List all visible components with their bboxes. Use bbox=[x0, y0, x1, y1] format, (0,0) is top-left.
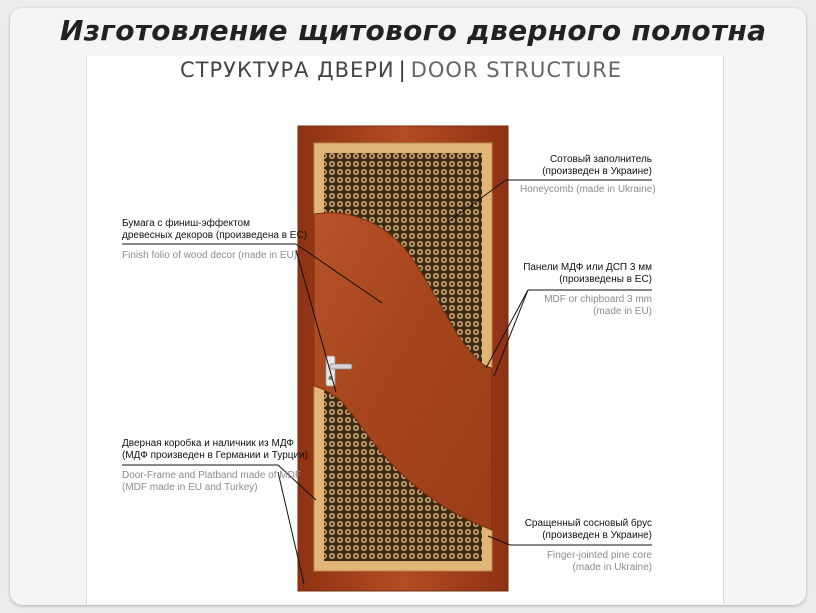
label-mdf-ru-2: (произведены в ЕС) bbox=[559, 274, 652, 285]
label-mdf-panels: Панели МДФ или ДСП 3 мм (произведены в Е… bbox=[520, 262, 652, 318]
leader-lines bbox=[122, 179, 652, 585]
label-frame-en-2: (MDF made in EU and Turkey) bbox=[122, 482, 258, 493]
label-pine-ru-1: Сращенный сосновый брус bbox=[524, 518, 652, 529]
label-finish-ru-1: Бумага с финиш-эффектом bbox=[122, 218, 250, 229]
diagram-title-ru: СТРУКТУРА ДВЕРИ bbox=[180, 58, 395, 82]
label-finish-foil: Бумага с финиш-эффектом древесных декоро… bbox=[122, 218, 307, 262]
mdf-panel bbox=[313, 212, 493, 531]
label-finish-en-1: Finish folio of wood decor (made in EU) bbox=[122, 250, 298, 261]
label-mdf-en-2: (made in EU) bbox=[593, 306, 652, 317]
leader-frame-1 bbox=[277, 464, 317, 501]
label-pine-core: Сращенный сосновый брус (произведен в Ук… bbox=[520, 518, 652, 574]
leader-honeycomb bbox=[447, 179, 507, 223]
slide-title: Изготовление щитового дверного полотна bbox=[60, 14, 767, 47]
leader-mdf-1 bbox=[485, 289, 529, 369]
label-honeycomb-ru-1: Сотовый заполнитель bbox=[549, 154, 652, 165]
diagram-title-separator: | bbox=[398, 58, 407, 82]
label-door-frame: Дверная коробка и наличник из МДФ (МДФ п… bbox=[122, 438, 308, 494]
label-frame-ru-2: (МДФ произведен в Германии и Турции) bbox=[122, 450, 309, 461]
label-frame-en-1: Door-Frame and Platband made of MDF bbox=[122, 470, 301, 481]
label-honeycomb-ru-2: (произведен в Украине) bbox=[542, 166, 652, 177]
label-honeycomb: Сотовый заполнитель (произведен в Украин… bbox=[520, 154, 656, 196]
label-finish-ru-2: древесных декоров (произведена в ЕС) bbox=[122, 230, 308, 241]
label-frame-ru-1: Дверная коробка и наличник из МДФ bbox=[122, 438, 294, 449]
leader-finish-1 bbox=[295, 243, 383, 304]
diagram-title-en: DOOR STRUCTURE bbox=[410, 58, 623, 82]
label-pine-en-1: Finger-jointed pine core bbox=[546, 550, 652, 561]
leader-frame-2 bbox=[277, 471, 305, 585]
leader-mdf-2 bbox=[493, 289, 529, 377]
label-honeycomb-en-1: Honeycomb (made in Ukraine) bbox=[520, 184, 656, 195]
label-pine-ru-2: (произведен в Украине) bbox=[542, 530, 652, 541]
leader-pine bbox=[487, 535, 511, 546]
diagram-title: СТРУКТУРА ДВЕРИ|DOOR STRUCTURE bbox=[180, 58, 622, 82]
label-mdf-en-1: MDF or chipboard 3 mm bbox=[544, 294, 652, 305]
label-mdf-ru-1: Панели МДФ или ДСП 3 мм bbox=[523, 262, 652, 273]
label-pine-en-2: (made in Ukraine) bbox=[572, 562, 652, 573]
leader-finish-2 bbox=[295, 249, 337, 393]
